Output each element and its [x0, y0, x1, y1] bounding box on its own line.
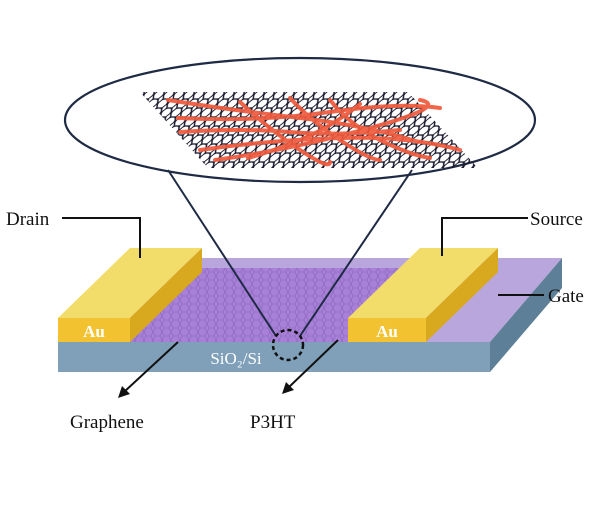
- gate-label: Gate: [548, 286, 584, 307]
- source-electrode: [348, 248, 498, 342]
- magnification-circle: [271, 328, 305, 362]
- drain-electrode: [58, 248, 202, 342]
- graphene-arrow: [118, 341, 179, 398]
- source-leader-line: [441, 217, 528, 256]
- cone-line-left: [167, 169, 277, 337]
- source-label: Source: [530, 209, 583, 230]
- substrate-label: SiO₂/Si: [210, 349, 262, 368]
- p3ht-label: P3HT: [250, 412, 296, 433]
- cone-line-right: [299, 169, 413, 337]
- p3ht-arrow: [282, 339, 339, 394]
- au-right-label: Au: [376, 322, 398, 341]
- drain-leader-line: [62, 217, 141, 258]
- au-left-label: Au: [83, 322, 105, 341]
- graphene-channel: [128, 268, 410, 342]
- p3ht-chains-closeup: [166, 96, 462, 167]
- drain-label: Drain: [6, 209, 50, 230]
- graphene-label: Graphene: [70, 412, 144, 433]
